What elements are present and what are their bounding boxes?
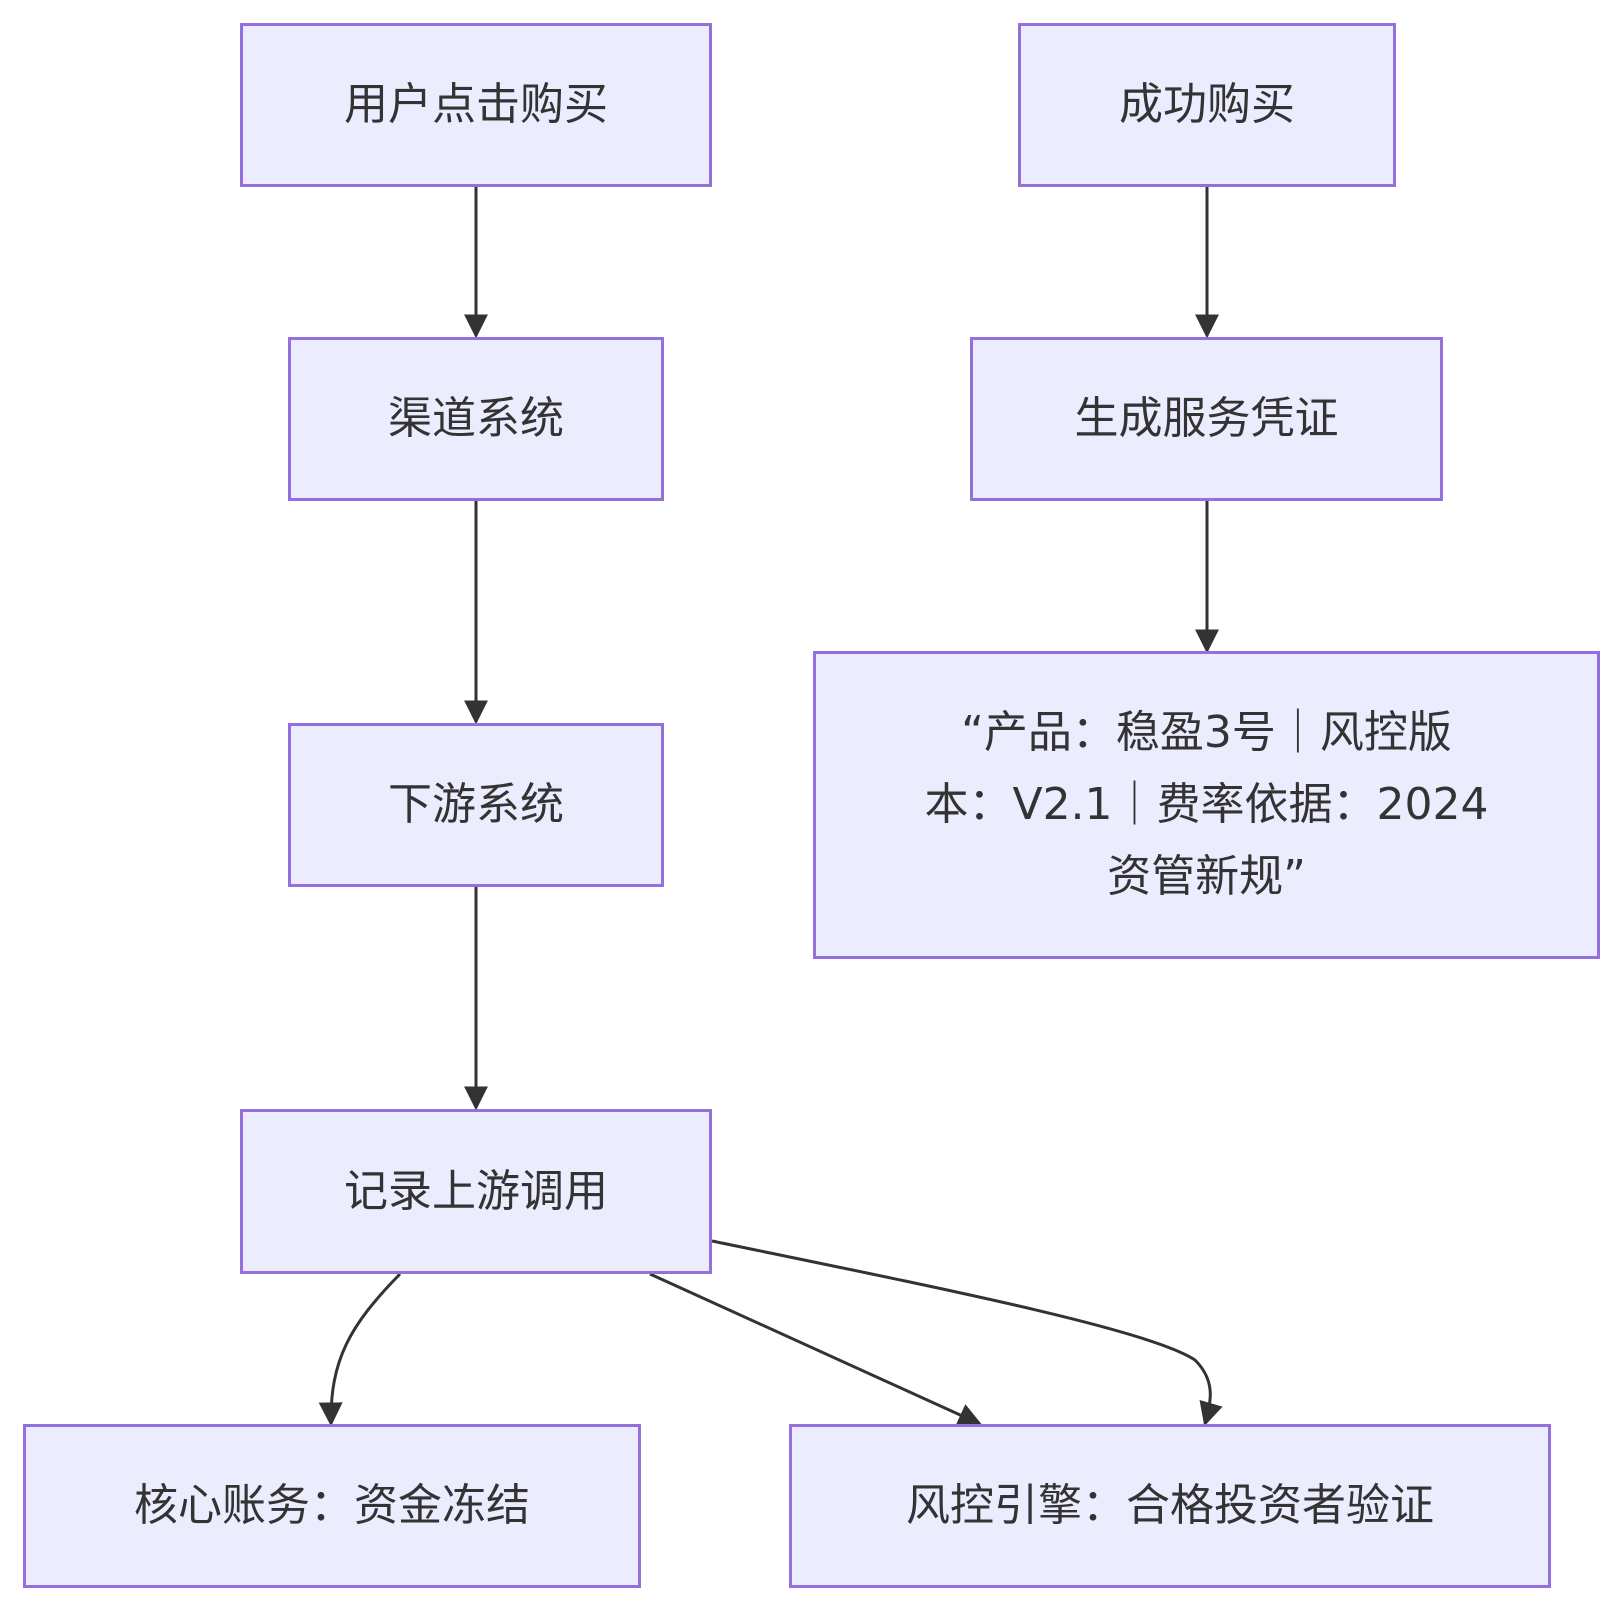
edge-record-to-risk-2 bbox=[711, 1239, 1223, 1427]
node-label: 下游系统 bbox=[388, 779, 564, 830]
node-label: 渠道系统 bbox=[388, 393, 564, 444]
note-line-3: 资管新规” bbox=[1107, 851, 1306, 902]
node-label: 记录上游调用 bbox=[344, 1165, 608, 1217]
node-label: 核心账务：资金冻结 bbox=[134, 1480, 530, 1531]
node-product-note: “产品：稳盈3号｜风控版 本：V2.1｜费率依据：2024 资管新规” bbox=[813, 651, 1600, 959]
note-line-1: “产品：稳盈3号｜风控版 bbox=[961, 707, 1452, 758]
node-purchase-success: 成功购买 bbox=[1018, 23, 1396, 187]
node-risk-engine-verify: 风控引擎：合格投资者验证 bbox=[789, 1424, 1551, 1588]
edge-record-to-core bbox=[318, 1272, 402, 1427]
node-label: 风控引擎：合格投资者验证 bbox=[906, 1480, 1434, 1531]
node-core-accounting-freeze: 核心账务：资金冻结 bbox=[23, 1424, 641, 1588]
note-line-2: 本：V2.1｜费率依据：2024 bbox=[924, 779, 1489, 830]
node-channel-system: 渠道系统 bbox=[288, 337, 664, 501]
node-record-upstream-call: 记录上游调用 bbox=[240, 1109, 712, 1274]
node-generate-voucher: 生成服务凭证 bbox=[970, 337, 1443, 501]
node-downstream-system: 下游系统 bbox=[288, 723, 664, 887]
node-user-click-buy: 用户点击购买 bbox=[240, 23, 712, 187]
node-label: 生成服务凭证 bbox=[1074, 393, 1339, 444]
node-label: 用户点击购买 bbox=[344, 79, 608, 130]
edge-record-to-risk-1 bbox=[649, 1272, 983, 1426]
node-label: 成功购买 bbox=[1119, 79, 1295, 130]
